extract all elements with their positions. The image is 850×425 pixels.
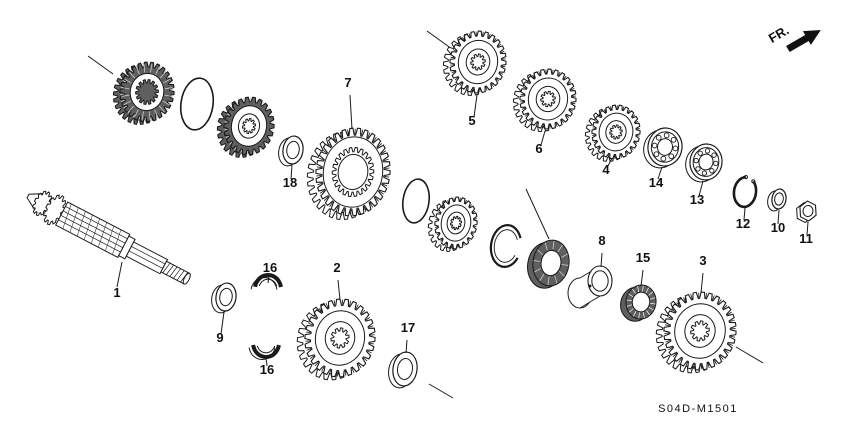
callout-line-7	[349, 94, 353, 130]
part-snap-ring-large	[179, 77, 215, 131]
part-gear-7	[306, 127, 391, 221]
part-spacer-ring-18	[278, 135, 304, 167]
part-bushing-8	[567, 265, 613, 309]
callout-14: 14	[649, 175, 664, 190]
leader-line-3	[735, 346, 764, 364]
diagram-code: S04D-M1501	[658, 403, 738, 415]
part-clutch-hub	[112, 61, 175, 125]
callout-18: 18	[283, 175, 297, 190]
part-gear-6	[512, 68, 577, 132]
part-gear-2	[296, 298, 376, 381]
part-ball-bearing-14	[643, 127, 683, 169]
callout-line-14	[657, 166, 663, 180]
callout-16: 16	[260, 362, 274, 377]
callout-9: 9	[216, 330, 223, 345]
leader-line-2	[525, 188, 550, 240]
leader-line-1	[426, 30, 453, 50]
callout-8: 8	[598, 233, 605, 248]
callout-line-17	[405, 339, 408, 354]
callout-5: 5	[468, 113, 475, 128]
part-gear-4	[584, 104, 641, 162]
callout-11: 11	[799, 231, 813, 246]
callout-line-5	[473, 94, 478, 118]
callout-12: 12	[736, 216, 750, 231]
part-toothed-washer	[427, 196, 478, 252]
callout-line-13	[698, 180, 704, 197]
part-half-shell-16b	[248, 344, 281, 361]
callout-line-16	[267, 275, 270, 284]
callout-4: 4	[602, 162, 610, 177]
callout-3: 3	[699, 253, 706, 268]
front-direction-indicator: FR.	[766, 22, 821, 53]
callout-17: 17	[401, 320, 415, 335]
callout-15: 15	[636, 250, 650, 265]
callout-line-2	[337, 279, 341, 301]
callout-line-6	[540, 130, 546, 146]
part-c-ring	[489, 223, 522, 268]
callout-13: 13	[690, 192, 704, 207]
part-washer-10	[767, 188, 787, 212]
part-seal-ring-17	[388, 351, 418, 389]
part-countershaft-1	[26, 190, 191, 285]
callout-10: 10	[771, 220, 785, 235]
callout-line-11	[806, 221, 809, 236]
callout-6: 6	[535, 141, 542, 156]
leader-lines	[87, 30, 764, 399]
callout-line-15	[640, 269, 644, 287]
part-o-ring	[401, 178, 431, 224]
callout-line-16	[265, 357, 268, 367]
callout-16: 16	[263, 260, 277, 275]
part-snap-ring-12	[732, 174, 758, 209]
part-locknut-11	[796, 200, 817, 224]
callout-7: 7	[344, 75, 351, 90]
callout-line-12	[743, 207, 746, 221]
leader-line-0	[87, 55, 114, 75]
part-collar	[527, 239, 570, 289]
parts-layer	[26, 30, 817, 389]
callout-line-18	[290, 164, 293, 180]
fr-arrow-icon	[786, 30, 821, 53]
fr-label: FR.	[766, 22, 792, 45]
callout-line-10	[777, 209, 780, 225]
callout-line-3	[700, 272, 704, 294]
part-needle-bearing-15	[620, 284, 657, 322]
part-synchro-gear	[216, 96, 275, 158]
callout-line-4	[607, 157, 613, 167]
leader-line-4	[428, 383, 454, 399]
callout-line-8	[600, 252, 603, 268]
part-gear-5	[442, 30, 507, 96]
part-gear-3	[655, 291, 737, 374]
callout-line-9	[220, 311, 225, 335]
part-thrust-washer-9	[211, 282, 237, 314]
part-half-shell-16a	[250, 272, 283, 290]
callout-1: 1	[113, 285, 120, 300]
part-ball-bearing-13	[685, 143, 723, 183]
callout-2: 2	[333, 260, 340, 275]
callout-line-1	[116, 261, 123, 288]
